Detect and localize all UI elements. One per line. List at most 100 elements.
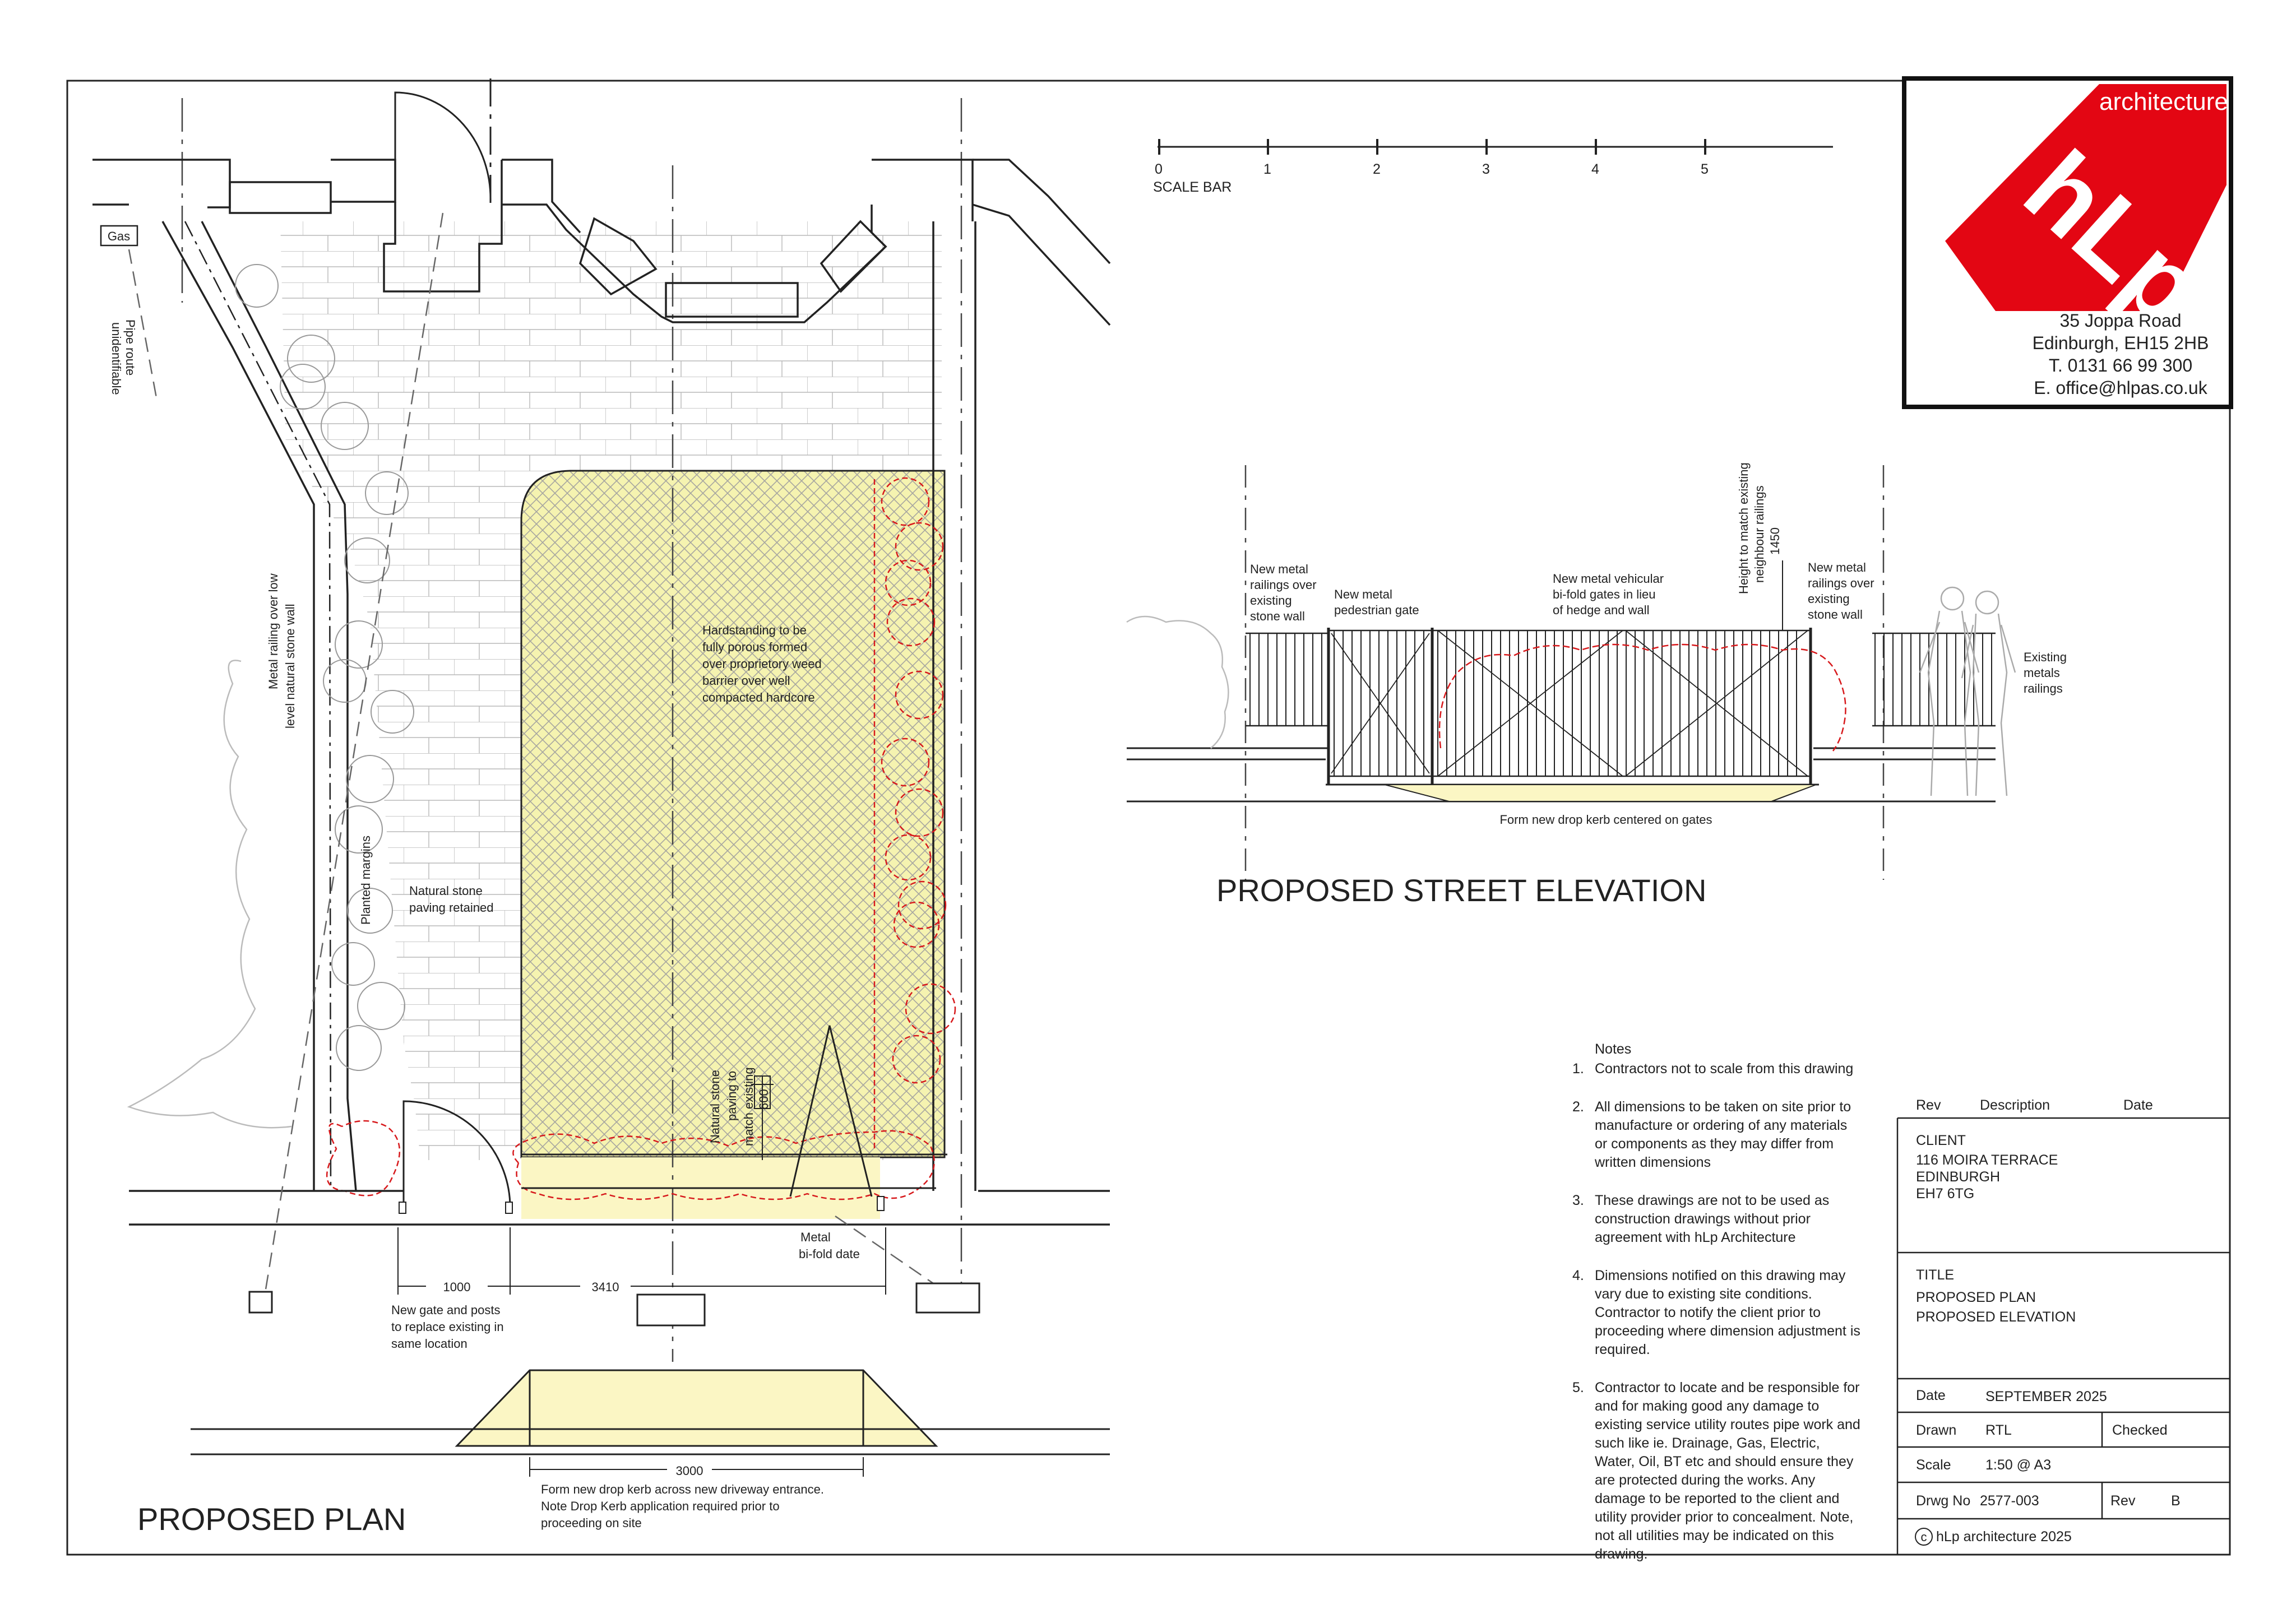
scale-tick-5: 5	[1701, 161, 1709, 177]
title-line-1: PROPOSED PLAN	[1916, 1290, 2036, 1305]
notes-block: Notes 1.Contractors not to scale from th…	[1572, 1041, 1860, 1562]
elev-label-e-2: railings over	[1808, 576, 1874, 590]
elev-label-d-2: neighbour railings	[1752, 485, 1766, 583]
elev-label-d-1: Height to match existing	[1737, 462, 1751, 594]
scale-label: Scale	[1916, 1457, 1951, 1473]
office-address-2: Edinburgh, EH15 2HB	[2033, 333, 2209, 353]
people-figures	[1919, 586, 2016, 796]
elevation-title: PROPOSED STREET ELEVATION	[1216, 873, 1706, 908]
kerb-note-2: Note Drop Kerb application required prio…	[541, 1499, 780, 1513]
new-gate-label-2: to replace existing in	[391, 1320, 504, 1334]
logo-word: architecture	[2099, 88, 2228, 115]
note-line: Water, Oil, BT etc and should ensure the…	[1595, 1454, 1854, 1469]
kerb-note-1: Form new drop kerb across new driveway e…	[541, 1482, 824, 1496]
dimension-kerb: 3000	[676, 1464, 703, 1478]
notes-heading: Notes	[1595, 1041, 1631, 1057]
note-number: 5.	[1572, 1380, 1584, 1395]
drop-kerb-elevation	[1384, 784, 1817, 802]
bifold-label-2: bi-fold date	[799, 1247, 860, 1261]
paving-retained-1: Natural stone	[409, 884, 483, 898]
hardstanding-area	[520, 470, 946, 1158]
elev-kerb-label: Form new drop kerb centered on gates	[1499, 813, 1712, 827]
note-line: vary due to existing site conditions.	[1595, 1286, 1812, 1302]
note-line: required.	[1595, 1342, 1650, 1357]
dimension-drive: 3410	[592, 1280, 619, 1294]
note-line: Contractors not to scale from this drawi…	[1595, 1061, 1853, 1077]
bifold-label-1: Metal	[800, 1230, 831, 1244]
dimension-gate: 1000	[443, 1280, 471, 1294]
note-line: These drawings are not to be used as	[1595, 1193, 1829, 1208]
drawn-value: RTL	[1985, 1422, 2012, 1438]
scale-bar: 0 1 2 3 4 5 SCALE BAR	[1153, 139, 1833, 195]
title-block: Rev Description Date CLIENT 116 MOIRA TE…	[1896, 1097, 2230, 1555]
elev-label-e-4: stone wall	[1808, 608, 1863, 622]
date-header: Date	[2123, 1097, 2153, 1113]
revision-label: Rev	[2110, 1493, 2136, 1509]
elev-label-f-3: railings	[2024, 681, 2063, 695]
paving-match-2: paving to	[725, 1071, 739, 1121]
front-door-swing	[394, 91, 492, 202]
hardstanding-5: compacted hardcore	[702, 690, 815, 704]
copyright-icon	[1915, 1528, 1933, 1546]
rev-header: Rev	[1916, 1097, 1941, 1113]
note-line: or components as they may differ from	[1595, 1136, 1834, 1152]
plan-title: PROPOSED PLAN	[137, 1501, 406, 1537]
existing-vegetation	[127, 660, 292, 1129]
elev-label-c-1: New metal vehicular	[1553, 572, 1664, 586]
elev-label-e-3: existing	[1808, 592, 1850, 606]
pedestrian-gate-swing	[402, 1100, 511, 1211]
client-label: CLIENT	[1916, 1133, 1966, 1148]
new-gate-label-1: New gate and posts	[391, 1303, 500, 1317]
elev-label-a-3: existing	[1250, 593, 1292, 608]
note-line: agreement with hLp Architecture	[1595, 1230, 1796, 1245]
client-line-1: 116 MOIRA TERRACE	[1916, 1152, 2058, 1168]
railing-label-2: level natural stone wall	[283, 604, 297, 729]
scale-bar-label: SCALE BAR	[1153, 179, 1232, 195]
note-line: manufacture or ordering of any materials	[1595, 1117, 1847, 1133]
copyright-text: hLp architecture 2025	[1936, 1529, 2072, 1545]
office-phone: T. 0131 66 99 300	[2049, 355, 2192, 375]
hedge-elevation	[1438, 643, 1846, 752]
elev-label-a-4: stone wall	[1250, 609, 1305, 623]
note-line: Contractor to notify the client prior to	[1595, 1305, 1821, 1320]
elev-label-b-1: New metal	[1334, 587, 1392, 601]
date-value: SEPTEMBER 2025	[1985, 1389, 2107, 1404]
pipe-label-1: Pipe route	[123, 319, 137, 375]
elev-label-c-2: bi-fold gates in lieu	[1553, 587, 1655, 601]
paving-match-3: match existing	[742, 1067, 756, 1146]
trees-left	[235, 264, 414, 1071]
pipe-label-2: unidentifiable	[109, 322, 123, 395]
railing-wall	[161, 221, 357, 1191]
note-line: are protected during the works. Any	[1595, 1472, 1816, 1488]
note-line: Dimensions notified on this drawing may	[1595, 1268, 1846, 1283]
scale-value: 1:50 @ A3	[1985, 1457, 2051, 1473]
checked-label: Checked	[2112, 1422, 2168, 1438]
copyright-symbol: c	[1921, 1530, 1927, 1544]
elev-label-f-1: Existing	[2024, 650, 2067, 664]
paving-retained-2: paving retained	[409, 901, 493, 915]
scale-tick-2: 2	[1373, 161, 1381, 177]
date-label: Date	[1916, 1388, 1946, 1403]
new-gate-label-3: same location	[391, 1337, 467, 1351]
railing-label-1: Metal railing over low	[266, 573, 280, 689]
description-header: Description	[1980, 1097, 2050, 1113]
note-line: written dimensions	[1594, 1154, 1711, 1170]
client-line-2: EDINBURGH	[1916, 1169, 2000, 1185]
paving-match-1: Natural stone	[708, 1070, 722, 1143]
elev-label-d-3: 1450	[1768, 527, 1782, 555]
drop-kerb-plan	[455, 1369, 938, 1447]
street-elevation: New metal railings over existing stone w…	[1126, 462, 2067, 908]
scale-tick-4: 4	[1591, 161, 1599, 177]
hedge-planting	[326, 477, 956, 1200]
scale-tick-1: 1	[1263, 161, 1271, 177]
paving-match-dim: 600	[757, 1089, 771, 1110]
client-line-3: EH7 6TG	[1916, 1186, 1974, 1202]
hardstanding-2: fully porous formed	[702, 640, 807, 654]
note-line: Contractor to locate and be responsible …	[1595, 1380, 1860, 1395]
revision-value: B	[2171, 1493, 2181, 1509]
drawn-label: Drawn	[1916, 1422, 1956, 1438]
note-line: utility provider prior to concealment. N…	[1595, 1509, 1853, 1525]
drawing-number-value: 2577-003	[1980, 1493, 2039, 1509]
note-line: and for making good any damage to	[1595, 1398, 1819, 1414]
